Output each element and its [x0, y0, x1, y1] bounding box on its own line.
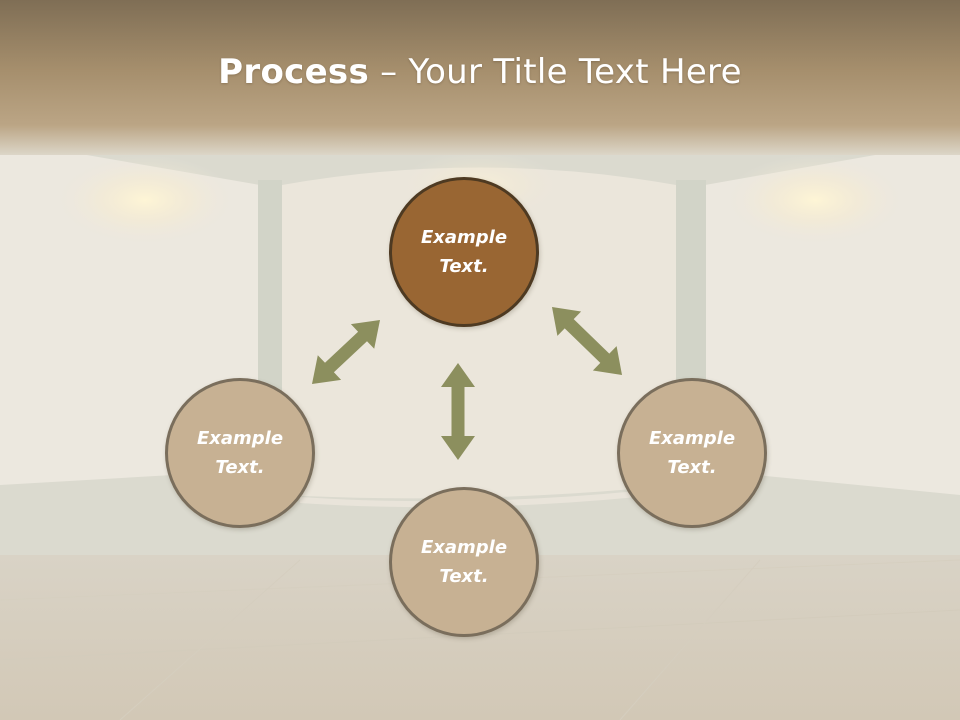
process-node-bottom: Example Text.: [389, 487, 539, 637]
process-node-left: Example Text.: [165, 378, 315, 528]
slide-title: Process – Your Title Text Here: [0, 52, 960, 92]
arrow-top-right: [552, 307, 622, 375]
title-bold: Process: [218, 52, 370, 92]
node-right-line2: Text.: [667, 457, 717, 478]
node-top-line1: Example: [420, 227, 508, 248]
node-bottom-line2: Text.: [439, 566, 489, 587]
arrow-top-left: [312, 320, 380, 384]
arrow-vertical: [441, 363, 475, 460]
node-bottom-line1: Example: [420, 537, 508, 558]
node-top-line2: Text.: [439, 256, 489, 277]
title-rest: – Your Title Text Here: [369, 52, 742, 92]
node-right-line1: Example: [648, 428, 736, 449]
node-left-line1: Example: [196, 428, 284, 449]
process-node-top: Example Text.: [389, 177, 539, 327]
node-left-line2: Text.: [215, 457, 265, 478]
process-node-right: Example Text.: [617, 378, 767, 528]
